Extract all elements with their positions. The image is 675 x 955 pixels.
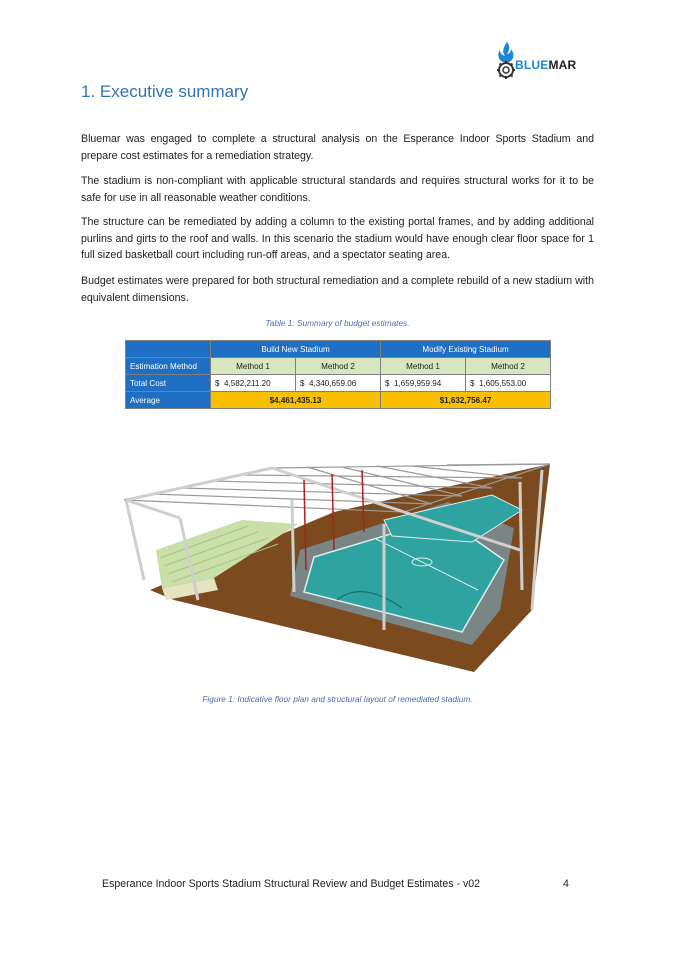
budget-summary-table: Build New Stadium Modify Existing Stadiu… (125, 340, 552, 409)
page-number: 4 (563, 878, 569, 890)
table-row: Build New Stadium Modify Existing Stadiu… (125, 340, 552, 358)
table-row: Total Cost $ 4,582,211.20 $ 4,340,659.06… (125, 374, 552, 392)
figure-caption: Figure 1: Indicative floor plan and stru… (202, 694, 473, 704)
table-row: Average $4,461,435.13 $1,632,756.47 (125, 391, 552, 409)
method-cell: Method 1 (210, 357, 296, 375)
average-modify-existing: $1,632,756.47 (380, 391, 552, 409)
group-header-modify-existing: Modify Existing Stadium (380, 340, 552, 358)
logo-wordmark: BLUEMAR (515, 58, 577, 72)
average-build-new: $4,461,435.13 (209, 391, 382, 409)
cost-cell: $ 1,659,959.94 (380, 374, 467, 392)
method-cell: Method 1 (380, 357, 467, 375)
paragraph-compliance: The stadium is non-compliant with applic… (81, 175, 594, 204)
row-label-estimation-method: Estimation Method (125, 357, 211, 375)
cost-cell: $ 1,605,553.00 (465, 374, 552, 392)
stadium-structure-figure (122, 440, 556, 680)
cost-cell: $ 4,340,659.06 (294, 374, 382, 392)
flame-gear-icon (497, 42, 515, 79)
group-header-build-new: Build New Stadium (209, 340, 382, 358)
bluemar-logo: BLUEMAR (494, 40, 594, 80)
table-corner-cell (125, 340, 211, 358)
method-cell: Method 2 (294, 357, 382, 375)
row-label-average: Average (125, 391, 211, 409)
method-cell: Method 2 (465, 357, 552, 375)
stadium-render (123, 463, 551, 672)
paragraph-engagement: Bluemar was engaged to complete a struct… (81, 133, 594, 162)
footer-title: Esperance Indoor Sports Stadium Structur… (102, 878, 481, 890)
section-heading: 1. Executive summary (81, 82, 249, 101)
cost-cell: $ 4,582,211.20 (210, 374, 296, 392)
paragraph-budget: Budget estimates were prepared for both … (81, 275, 594, 304)
row-label-total-cost: Total Cost (125, 374, 211, 392)
table-row: Estimation Method Method 1 Method 2 Meth… (125, 357, 552, 375)
table-caption: Table 1: Summary of budget estimates. (265, 318, 410, 328)
paragraph-remediation: The structure can be remediated by addin… (81, 216, 594, 261)
